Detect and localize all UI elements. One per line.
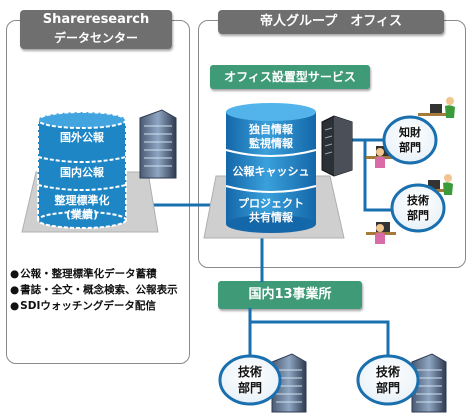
server-icon [321,115,353,177]
dept-line2: 部門 [407,208,429,222]
dept-line2: 部門 [399,140,421,154]
building-icon [411,353,447,413]
person-at-desk-icon [418,97,455,118]
sites-label: 国内13事業所 [218,281,362,309]
office-service-label: オフィス設置型サービス [210,65,370,89]
feature-item: 書誌・全文・概念検索、公報表示 [10,282,178,298]
person-at-desk-icon [366,222,396,244]
dept-line2: 部門 [376,380,400,395]
office-dept-ip: 知財 部門 [366,97,455,168]
sites-branch-line [248,308,390,360]
dept-oval [356,354,420,406]
office-layer-2: 監視情報 [249,136,294,150]
site-dept-right: 技術 部門 [356,353,447,413]
dept-line1: 知財 [398,125,421,139]
dept-oval [382,115,438,165]
site-dept-left: 技術 部門 [218,353,307,413]
datacenter-title-line1: Shareresearch [42,12,150,27]
datacenter-database: 国外公報 国内公報 整理標準化 (業績) [21,111,159,233]
datacenter-title: Shareresearch データセンター [20,10,172,49]
dc-layer-1: 国外公報 [60,130,105,144]
office-dept-tech: 技術 部門 [366,174,453,244]
office-layer-1: 独自情報 [248,122,294,136]
office-layer-3: 公報キャッシュ [233,164,310,178]
dept-line2: 部門 [238,380,262,395]
building-icon [271,353,307,413]
office-title: 帝人グループ オフィス [218,10,444,34]
datacenter-building-icon [139,109,177,179]
dept-line1: 技術 [376,364,400,379]
datacenter-title-line2: データセンター [53,31,138,45]
datacenter-feature-list: 公報・整理標準化データ蓄積 書誌・全文・概念検索、公報表示 SDIウォッチングデ… [10,266,178,314]
dept-line1: 技術 [407,193,429,207]
office-layer-5: 共有情報 [249,210,294,224]
dept-oval [218,354,282,406]
dc-layer-4: (業績) [66,207,98,221]
person-at-desk-icon [366,146,396,168]
dc-layer-2: 国内公報 [60,165,105,179]
office-layer-4: プロジェクト [238,196,304,210]
server-branch-down [363,140,392,212]
office-database: 独自情報 監視情報 公報キャッシュ プロジェクト 共有情報 [203,103,345,239]
feature-item: SDIウォッチングデータ配信 [10,298,178,314]
dc-layer-3: 整理標準化 [54,193,110,207]
dept-line1: 技術 [238,364,262,379]
dept-oval [390,183,446,233]
feature-item: 公報・整理標準化データ蓄積 [10,266,178,282]
